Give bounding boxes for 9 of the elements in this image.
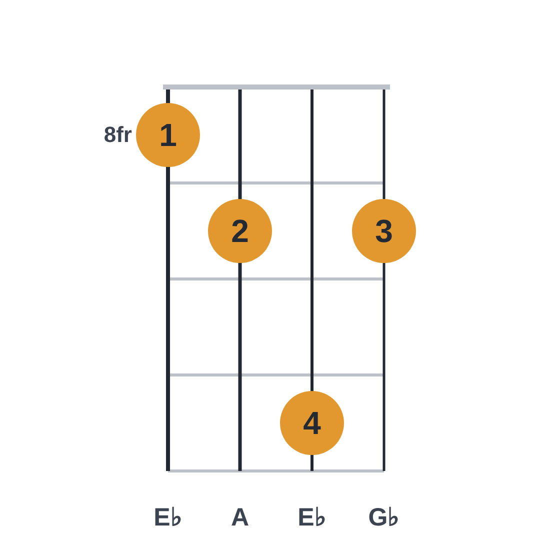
finger-dot: 4 [280, 391, 344, 455]
string-name: A [230, 506, 250, 530]
finger-dot: 2 [208, 199, 272, 263]
string-name: E♭ [154, 506, 182, 530]
string-name: G♭ [368, 506, 400, 530]
finger-dot: 1 [136, 103, 200, 167]
fret-number: 8fr [104, 124, 132, 146]
string-name: E♭ [298, 506, 326, 530]
finger-dot: 3 [352, 199, 416, 263]
